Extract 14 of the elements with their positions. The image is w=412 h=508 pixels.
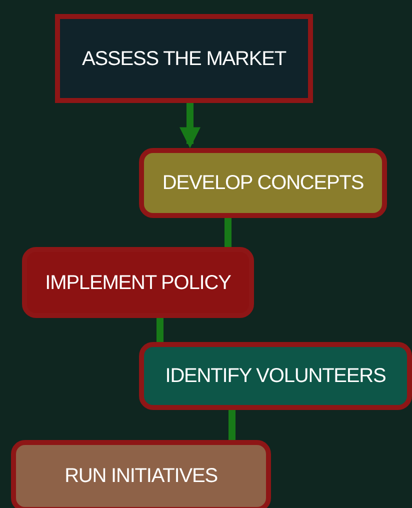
step-label: ASSESS THE MARKET — [82, 48, 286, 70]
process-box — [22, 247, 254, 318]
connector-line — [224, 218, 232, 247]
step-label: RUN INITIATIVES — [64, 465, 218, 487]
step-label: DEVELOP CONCEPTS — [162, 172, 364, 194]
process-box — [139, 342, 412, 410]
process-box — [139, 148, 387, 218]
arrow — [180, 103, 200, 148]
process-box — [11, 440, 271, 508]
step-label: IDENTIFY VOLUNTEERS — [165, 365, 386, 387]
process-box — [55, 14, 313, 103]
step-label: IMPLEMENT POLICY — [45, 272, 231, 294]
connector-line — [156, 318, 164, 342]
connector-line — [228, 410, 236, 440]
